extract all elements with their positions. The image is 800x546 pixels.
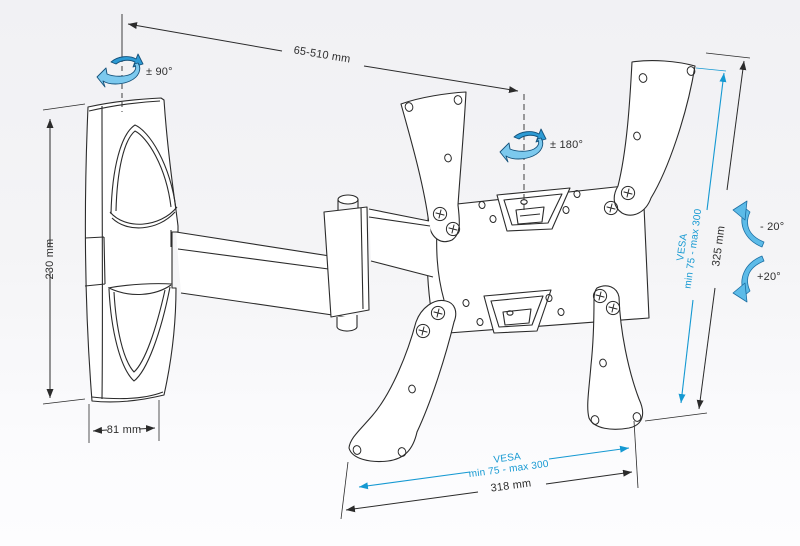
top-bracket xyxy=(496,187,571,232)
rotation-180-arrow xyxy=(499,128,547,163)
dimension-lines-blue xyxy=(358,67,727,490)
dimension-plate-height xyxy=(644,52,751,422)
dimension-lines-black xyxy=(42,14,751,520)
dimension-vesa-horizontal xyxy=(358,445,630,490)
dimension-vesa-vertical xyxy=(678,67,727,404)
rotation-180-label: ± 180° xyxy=(550,139,584,151)
dimension-wall-plate-width xyxy=(88,400,160,443)
dimension-wall-plate-height xyxy=(42,103,86,405)
tilt-plus20-label: +20° xyxy=(757,271,781,283)
tilt-minus20-label: - 20° xyxy=(760,221,785,233)
wall-plate xyxy=(84,97,179,403)
wing-upper-right xyxy=(613,60,696,216)
tilt-minus20-arrow xyxy=(732,200,765,248)
wing-lower-left xyxy=(348,299,457,463)
tilt-plus20-arrow xyxy=(732,255,765,303)
dim-wall-plate-width-label: 81 mm xyxy=(106,424,142,436)
vesa-plate xyxy=(348,60,696,463)
articulating-arm xyxy=(175,194,434,332)
dimension-plate-width xyxy=(340,420,639,520)
dim-wall-plate-height-label: 230 mm xyxy=(43,238,56,280)
dimension-arm-extension xyxy=(121,14,525,213)
rotation-90-label: ± 90° xyxy=(146,66,173,78)
bottom-bracket xyxy=(483,289,552,334)
phillips-screws xyxy=(415,185,636,339)
mounting-holes xyxy=(352,66,696,457)
rotation-90-arrow xyxy=(96,53,144,88)
